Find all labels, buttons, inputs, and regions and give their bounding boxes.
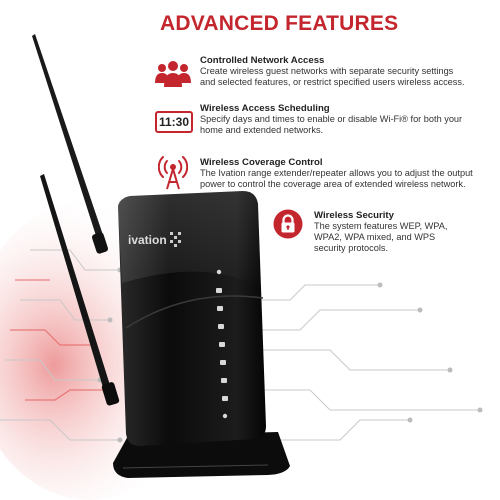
description-line: Create wireless guest networks with sepa…	[200, 66, 454, 76]
lan-led-icon	[219, 342, 225, 347]
feature-wireless-access-scheduling: Wireless Access Scheduling Specify days …	[200, 103, 495, 136]
padlock-icon	[273, 209, 303, 239]
wps-led-icon	[222, 396, 228, 401]
description-line: home and extended networks.	[200, 125, 324, 136]
circuit-nodes	[97, 267, 483, 443]
wifi-led-icon	[216, 288, 222, 293]
signal-tower-icon	[158, 156, 188, 190]
security-led-icon	[222, 413, 228, 419]
feature-wireless-coverage-control: Wireless Coverage Control The Ivation ra…	[200, 157, 495, 190]
page-title: ADVANCED FEATURES	[160, 12, 399, 35]
antenna-front	[40, 174, 120, 406]
clock-icon: 11:30	[155, 111, 193, 133]
feature-heading: Wireless Coverage Control	[200, 157, 323, 168]
wan-led-icon	[221, 378, 227, 383]
feature-heading: Wireless Access Scheduling	[200, 103, 330, 114]
feature-description: The system features WEP, WPA, WPA2, WPA …	[314, 221, 494, 255]
description-line: and selected features, or restrict speci…	[200, 77, 465, 88]
lan-led-icon	[220, 360, 226, 365]
red-circuit-lines	[10, 279, 105, 401]
description-line: Specify days and times to enable or disa…	[200, 114, 463, 124]
feature-controlled-network-access: Controlled Network Access Create wireles…	[200, 55, 495, 88]
power-led-icon	[216, 269, 222, 275]
description-line: The Ivation range extender/repeater allo…	[200, 168, 473, 178]
brand-logo: ivation	[128, 233, 167, 247]
lan-led-icon	[217, 306, 223, 311]
lan-led-icon	[218, 324, 224, 329]
feature-wireless-security: Wireless Security The system features WE…	[314, 210, 494, 255]
brand-logo-dots	[170, 232, 181, 247]
users-icon	[155, 61, 191, 87]
feature-heading: Controlled Network Access	[200, 55, 325, 66]
router-device-image: ivation	[32, 34, 290, 478]
feature-description: Create wireless guest networks with sepa…	[200, 66, 495, 88]
antenna-back	[32, 34, 109, 254]
description-line: The system features WEP, WPA,	[314, 221, 448, 231]
description-line: power to control the coverage area of ex…	[200, 179, 466, 190]
feature-heading: Wireless Security	[314, 210, 394, 221]
feature-description: Specify days and times to enable or disa…	[200, 114, 495, 136]
description-line: security protocols.	[314, 243, 389, 254]
clock-icon-text: 11:30	[158, 115, 190, 129]
description-line: WPA2, WPA mixed, and WPS	[314, 232, 436, 243]
status-led-column	[216, 269, 228, 419]
circuit-lines	[0, 249, 480, 441]
feature-description: The Ivation range extender/repeater allo…	[200, 168, 495, 190]
